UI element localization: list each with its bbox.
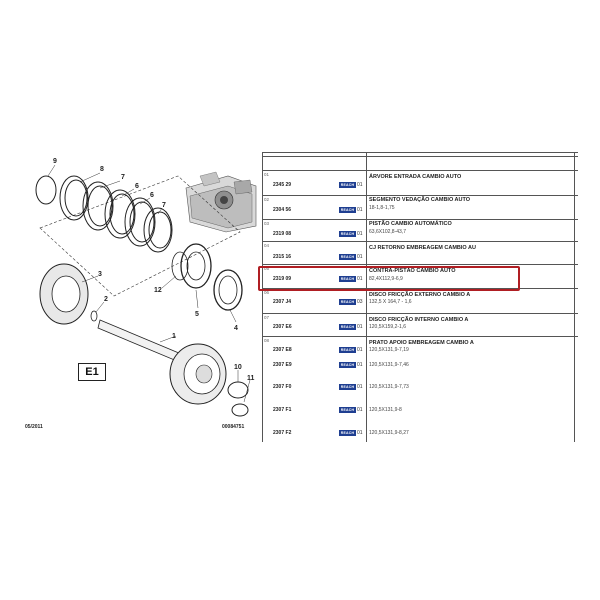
part-ref: 2319 08 <box>273 231 292 237</box>
clutch-disc-stack <box>59 175 173 253</box>
part-dim: 120,5X131,9-8 <box>369 407 402 413</box>
diagram-code: 00084751 <box>222 424 245 430</box>
reach-badge: REACH <box>339 430 356 436</box>
part-desc: DISCO FRICÇÃO INTERNO CAMBIO A <box>369 317 469 323</box>
callout: 7 <box>121 174 125 181</box>
callout: 5 <box>195 311 199 318</box>
reach-badge: REACH <box>339 231 356 237</box>
highlight-box <box>258 266 520 291</box>
part-11-washer <box>231 403 249 417</box>
reach-badge: REACH <box>339 347 356 353</box>
part-9-snap-ring <box>35 175 57 205</box>
callout: 1 <box>172 333 176 340</box>
row-index: 07 <box>264 315 270 320</box>
part-desc: SEGMENTO VEDAÇÃO CAMBIO AUTO <box>369 197 471 203</box>
part-desc: DISCO FRICÇÃO EXTERNO CAMBIO A <box>369 292 471 298</box>
callout: 7 <box>162 202 166 209</box>
part-ref: 2319 09 <box>273 276 292 282</box>
reach-badge: REACH <box>339 254 356 260</box>
callout: 6 <box>135 183 139 190</box>
reach-badge: REACH <box>339 407 356 413</box>
row-index: 04 <box>264 243 270 248</box>
part-ref: 2307 E8 <box>273 347 292 353</box>
reach-badge: REACH <box>339 299 356 305</box>
part-dim: 120,5X131,9-8,27 <box>369 430 409 436</box>
part-dim: 120,5X159,2-1,6 <box>369 324 406 330</box>
part-qty: 01 <box>357 362 363 368</box>
part-desc: ÁRVORE ENTRADA CAMBIO AUTO <box>369 174 462 180</box>
part-desc: PRATO APOIO EMBREAGEM CAMBIO A <box>369 340 474 346</box>
part-qty: 01 <box>357 324 363 330</box>
part-qty: 01 <box>357 407 363 413</box>
part-4-return-spring <box>213 269 243 311</box>
figure-label: E1 <box>78 363 106 381</box>
callout: 6 <box>150 192 154 199</box>
reach-badge: REACH <box>339 324 356 330</box>
part-qty: 01 <box>357 384 363 390</box>
part-qty: 01 <box>357 276 363 282</box>
part-qty: 03 <box>357 299 363 305</box>
reach-badge: REACH <box>339 362 356 368</box>
part-ref: 2307 E6 <box>273 324 292 330</box>
callout: 8 <box>100 166 104 173</box>
gearbox-image <box>185 171 257 233</box>
part-5-counter-piston <box>180 243 212 289</box>
part-10-washer <box>227 381 249 399</box>
part-dim: 120,5X131,9-7,46 <box>369 362 409 368</box>
part-ref: 2307 E9 <box>273 362 292 368</box>
part-1-input-shaft <box>97 319 227 405</box>
part-dim: 82,4X112,9-6,9 <box>369 276 403 282</box>
part-ref: 2307 F2 <box>273 430 292 436</box>
callout: 4 <box>234 325 238 332</box>
callout: 9 <box>53 158 57 165</box>
part-desc: CONTRA-PISTÃO CAMBIO AUTO <box>369 268 456 274</box>
exploded-diagram: 9 8 7 6 6 7 3 2 12 5 4 1 10 11 <box>35 158 257 417</box>
part-dim: 63,6X102,8-43,7 <box>369 229 406 235</box>
callout: 3 <box>98 271 102 278</box>
part-desc: CJ RETORNO EMBREAGEM CAMBIO AU <box>369 245 476 251</box>
part-desc: PISTÃO CAMBIO AUTOMÁTICO <box>369 221 452 227</box>
part-qty: 01 <box>357 430 363 436</box>
part-ref: 2307 F1 <box>273 407 292 413</box>
part-qty: 01 <box>357 182 363 188</box>
reach-badge: REACH <box>339 276 356 282</box>
callout: 12 <box>154 287 162 294</box>
part-qty: 01 <box>357 207 363 213</box>
reach-badge: REACH <box>339 384 356 390</box>
part-ref: 2345 29 <box>273 182 292 188</box>
part-qty: 01 <box>357 347 363 353</box>
part-dim: 132,5 X 164,7 - 1,6 <box>369 299 412 305</box>
reach-badge: REACH <box>339 207 356 213</box>
parts-table: 01 2345 29 REACH 01 ÁRVORE ENTRADA CAMBI… <box>262 152 578 442</box>
row-index: 06 <box>264 290 270 295</box>
callout: 11 <box>247 375 255 382</box>
row-index: 08 <box>264 338 270 343</box>
part-ref: 2307 F0 <box>273 384 292 390</box>
callout: 10 <box>234 364 242 371</box>
callout: 2 <box>104 296 108 303</box>
part-qty: 01 <box>357 231 363 237</box>
part-dim: 120,5X131,9-7,73 <box>369 384 409 390</box>
part-dim: 18-1,8-1,75 <box>369 205 395 211</box>
diagram-date: 05/2011 <box>25 424 43 430</box>
part-2-seal <box>90 310 98 322</box>
part-ref: 2307 J4 <box>273 299 292 305</box>
reach-badge: REACH <box>339 182 356 188</box>
part-3-piston <box>39 263 89 325</box>
part-dim: 120,5X131,9-7,19 <box>369 347 409 353</box>
part-qty: 01 <box>357 254 363 260</box>
part-12-ring <box>171 251 189 281</box>
row-index: 05 <box>264 266 270 271</box>
row-index: 03 <box>264 221 270 226</box>
part-ref: 2304 56 <box>273 207 292 213</box>
part-ref: 2315 16 <box>273 254 292 260</box>
row-index: 01 <box>264 172 270 177</box>
row-index: 02 <box>264 197 270 202</box>
